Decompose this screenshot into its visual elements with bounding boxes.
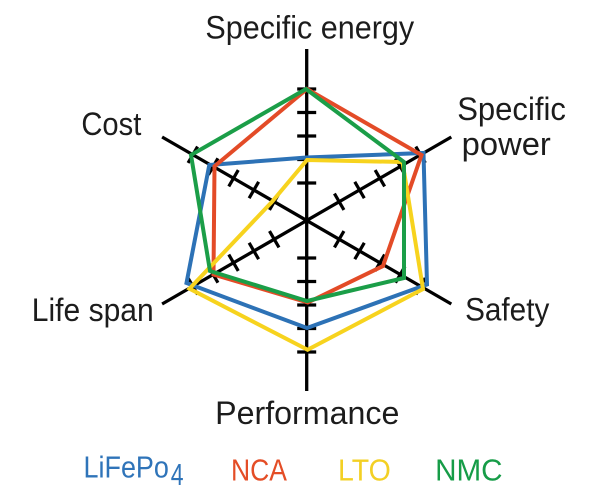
svg-text:NMC: NMC <box>435 452 503 487</box>
svg-text:LiFePo: LiFePo <box>84 450 169 485</box>
svg-text:Safety: Safety <box>465 292 549 328</box>
svg-text:4: 4 <box>171 457 184 492</box>
svg-text:power: power <box>462 126 551 162</box>
svg-text:Performance: Performance <box>215 395 399 431</box>
svg-text:Specific energy: Specific energy <box>205 10 414 46</box>
svg-text:LTO: LTO <box>338 452 391 487</box>
svg-text:Cost: Cost <box>81 106 141 142</box>
svg-text:Life span: Life span <box>32 292 154 328</box>
svg-text:Specific: Specific <box>457 91 566 127</box>
svg-text:NCA: NCA <box>231 452 287 487</box>
